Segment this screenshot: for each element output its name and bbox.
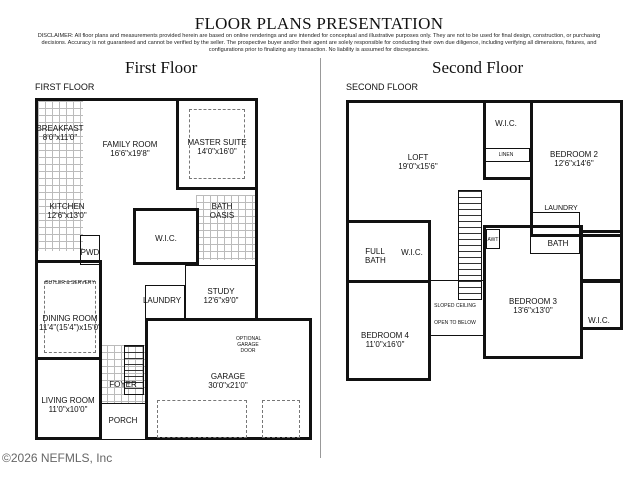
wall [35,357,102,440]
second-floor-label: SECOND FLOOR [346,82,419,92]
room-porch: PORCH [108,416,138,425]
table-outline [44,281,96,353]
garage-door [157,400,247,438]
room-awt: AWT [487,237,499,243]
room-laundry: LAUNDRY [544,205,578,212]
stairs [458,190,482,300]
room-foyer: FOYER [109,380,137,389]
note-open-to-below: OPEN TO BELOW [434,320,476,326]
first-floor-label: FIRST FLOOR [35,82,95,92]
wall [483,100,533,180]
wall [580,280,623,330]
wall [530,212,580,254]
awt-closet [486,229,500,249]
tile-floor [196,195,256,260]
room-full-bath: FULL BATH [365,247,386,265]
wall [185,265,258,320]
first-floor-heading: First Floor [125,58,198,77]
wall [346,280,431,381]
divider [320,58,321,458]
second-floor-heading: Second Floor [432,58,524,77]
note-garage-door: OPTIONAL GARAGE DOOR [236,336,262,354]
tile-floor [38,101,83,251]
wall [530,100,623,237]
room-wic: W.I.C. [495,119,517,128]
room-bath: BATH [547,239,569,248]
open-to-below [429,280,485,336]
room-laundry: LAUNDRY [142,296,182,305]
linen-closet [485,148,530,162]
wall [176,98,258,190]
room-pwd: PWD [80,248,100,257]
stairs [124,345,144,395]
room-wic-3: W.I.C. [588,316,610,325]
garage-door [262,400,300,438]
note-sloped-ceiling: SLOPED CEILING [434,303,476,309]
wall [145,285,185,320]
copyright: ©2026 NEFMLS, Inc [2,451,113,465]
wall [133,208,199,265]
bed-outline [189,109,245,179]
room-wic: W.I.C. [155,234,177,243]
wall [80,235,100,265]
disclaimer: DISCLAIMER: All floor plans and measurem… [37,33,601,53]
note-butler: BUTLER & SERVERY [45,280,95,286]
wall [100,403,146,440]
page-title: FLOOR PLANS PRESENTATION [194,14,444,33]
room-wic-2: W.I.C. [401,248,423,257]
wall [580,230,623,282]
wall [35,98,258,318]
room-linen: LINEN [498,152,514,158]
